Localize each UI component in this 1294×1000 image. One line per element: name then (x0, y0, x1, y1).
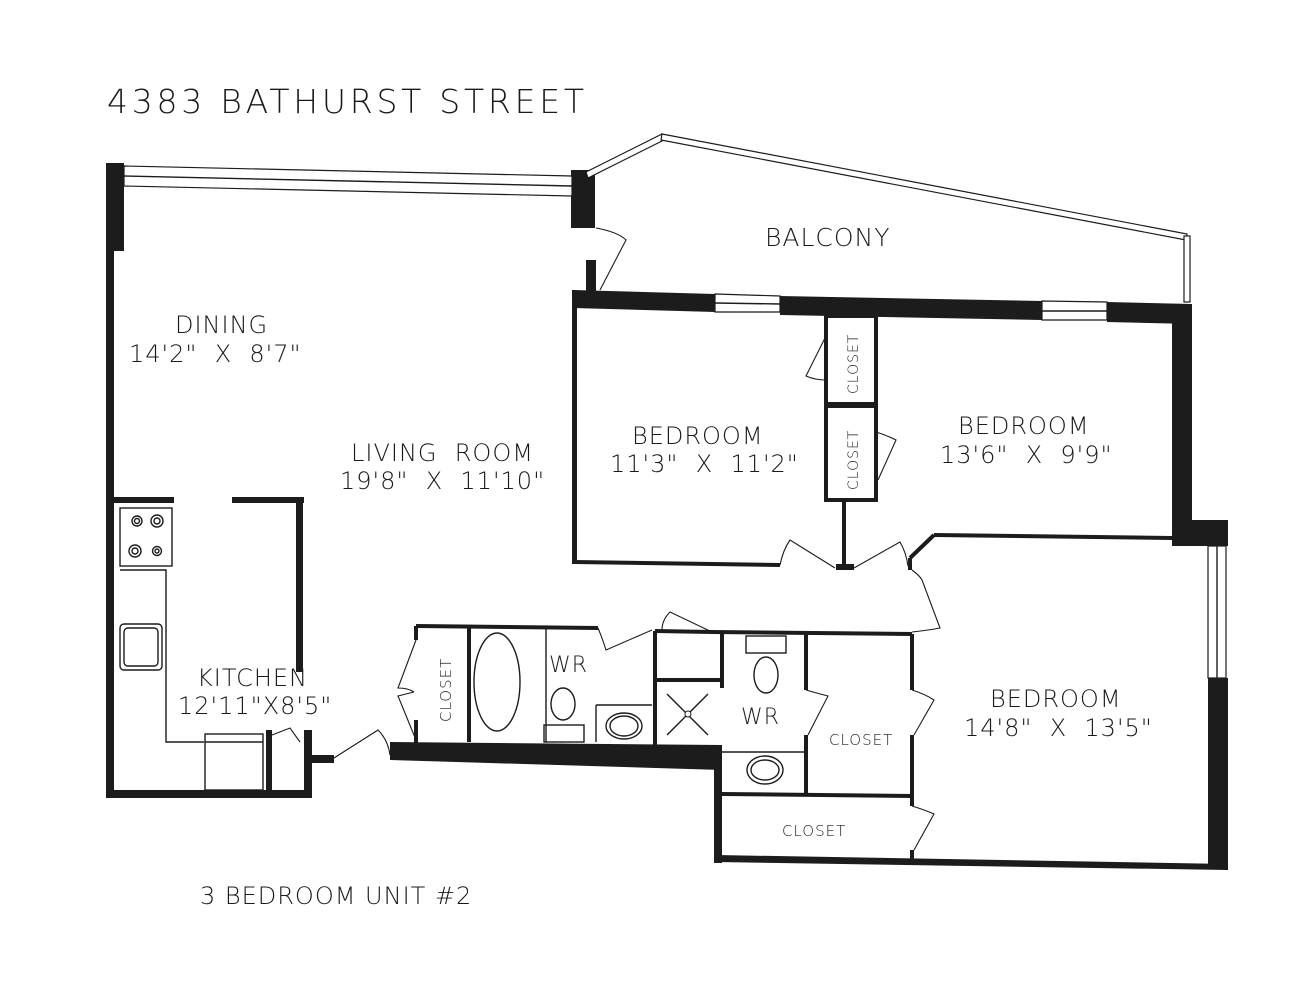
living-room-size: 19'8" X 11'10" (340, 467, 545, 495)
dining-size: 14'2" X 8'7" (129, 340, 302, 368)
closet-b1-upper-label: CLOSET (846, 334, 862, 394)
sink-icon (605, 712, 643, 740)
balcony-railing (585, 133, 1191, 303)
doors (271, 227, 941, 851)
page-title: 4383 BATHURST STREET (107, 82, 585, 121)
bathtub-icon (473, 632, 521, 732)
kitchen-sink-icon (119, 623, 163, 671)
bedroom1-label: BEDROOM (632, 422, 764, 450)
bedroom2-label: BEDROOM (958, 412, 1090, 440)
closet-b1-lower-label: CLOSET (846, 430, 862, 490)
closet-bottom-label: CLOSET (782, 822, 846, 840)
bedroom3-label: BEDROOM (990, 685, 1122, 713)
kitchen-fixtures (119, 507, 264, 791)
dining-label: DINING (175, 311, 268, 339)
balcony-label: BALCONY (765, 223, 891, 252)
bathroom-fixtures (473, 632, 787, 785)
bedroom3-size: 14'8" X 13'5" (964, 714, 1153, 742)
bedroom2-size: 13'6" X 9'9" (940, 441, 1113, 469)
sink-icon (746, 755, 784, 785)
shower-icon (666, 693, 709, 736)
wr2-label: WR (741, 705, 780, 730)
bedroom1-size: 11'3" X 11'2" (610, 450, 799, 478)
walls (106, 163, 1228, 870)
toilet-icon (550, 687, 576, 721)
closet-hall-label: CLOSET (437, 658, 455, 722)
toilet-icon (753, 656, 779, 694)
kitchen-label: KITCHEN (197, 664, 308, 692)
wr1-label: WR (549, 653, 588, 678)
living-room-label: LIVING ROOM (351, 439, 534, 467)
closet-walkin-label: CLOSET (829, 731, 893, 749)
kitchen-size: 12'11"X8'5" (178, 692, 332, 720)
stove-icon (119, 507, 173, 567)
fridge-icon (204, 733, 264, 791)
unit-subtitle: 3 BEDROOM UNIT #2 (200, 882, 472, 910)
